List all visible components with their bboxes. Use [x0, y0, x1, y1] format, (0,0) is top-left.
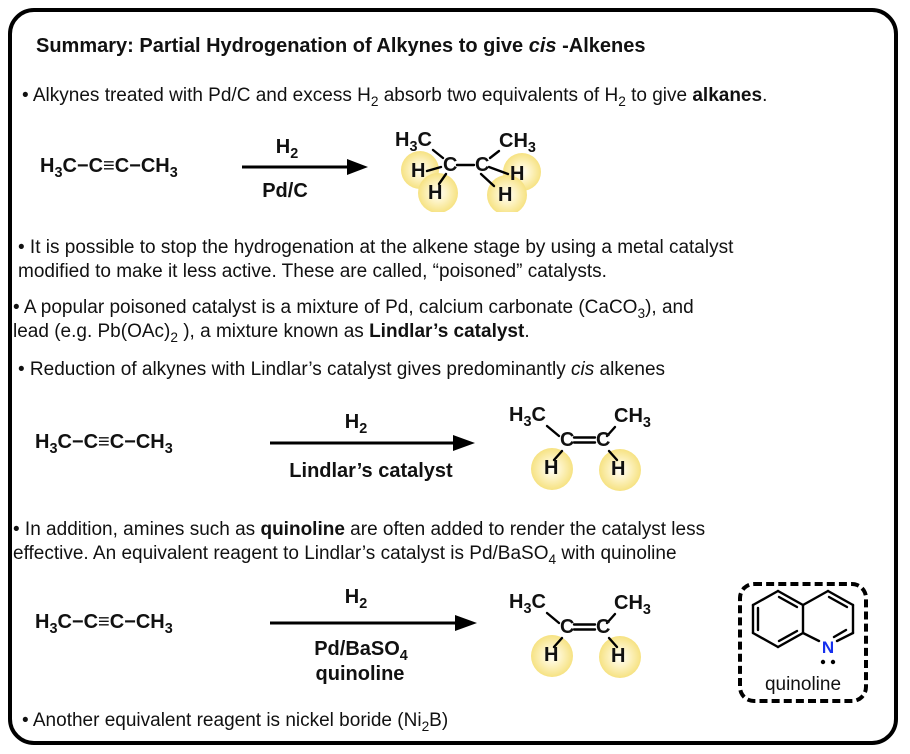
hydrogen-label: H: [544, 457, 559, 479]
carbon-label: C: [596, 429, 611, 451]
carbon-label: C: [443, 154, 458, 176]
bullet-lindlar-line1: • A popular poisoned catalyst is a mixtu…: [13, 297, 694, 321]
hydrogen-label: H: [510, 163, 525, 185]
h-highlight-circle: [531, 635, 573, 677]
h-highlight-circle: [487, 175, 527, 212]
bullet-quinoline-line1: • In addition, amines such as quinoline …: [13, 519, 706, 540]
reaction1-reactant: H3C−C≡C−CH3: [40, 155, 178, 181]
rounded-border-frame: [8, 8, 898, 745]
carbon-label: C: [596, 616, 611, 638]
reaction3-reactant: H3C−C≡C−CH3: [35, 611, 173, 637]
methyl-group-label: CH3: [614, 592, 651, 618]
bullet-alkanes: • Alkynes treated with Pd/C and excess H…: [22, 85, 768, 109]
quinoline-structure: N quinoline: [751, 589, 855, 695]
methyl-group-label: CH3: [614, 405, 651, 431]
reaction1-arrow: [242, 159, 368, 175]
cis-alkene-product-structure: H3C CH3 C C H H: [505, 589, 665, 684]
butane-bonds-and-highlights: [401, 148, 541, 212]
h-highlight-circle: [599, 636, 641, 678]
carbon-label: C: [560, 616, 575, 638]
methyl-group-label: CH3: [499, 130, 536, 156]
hydrogen-label: H: [428, 182, 443, 204]
bullet-poisoned-catalyst-line2: modified to make it less active. These a…: [18, 261, 607, 282]
h-highlight-circle: [418, 173, 458, 212]
arrowhead: [455, 615, 477, 631]
bullet-nickel-boride: • Another equivalent reagent is nickel b…: [22, 710, 449, 734]
hydrogen-label: H: [498, 184, 513, 206]
methyl-group-label: H3C: [395, 129, 432, 155]
bullet-poisoned-catalyst-line1: • It is possible to stop the hydrogenati…: [18, 237, 734, 258]
reaction2-reactant: H3C−C≡C−CH3: [35, 431, 173, 457]
arrowhead: [347, 159, 368, 175]
h-highlight-circle: [531, 448, 573, 490]
h-highlight-circle: [599, 449, 641, 491]
bullet-cis-alkenes: • Reduction of alkynes with Lindlar’s ca…: [18, 359, 666, 380]
alkene-bonds-and-highlights: [531, 611, 641, 678]
bullet-quinoline-line2: effective. An equivalent reagent to Lind…: [13, 543, 677, 567]
reaction3-reagent-h2: H2: [344, 586, 368, 612]
reaction3-additive-quinoline: quinoline: [315, 663, 405, 685]
quinoline-label: quinoline: [765, 674, 841, 695]
quinoline-ring-bonds: [751, 589, 855, 649]
bond-lines: [545, 424, 619, 462]
reaction2-arrow: [270, 435, 475, 451]
page-title: Summary: Partial Hydrogenation of Alkyne…: [36, 35, 646, 57]
bond-lines: [545, 611, 619, 649]
hydrogen-label: H: [611, 645, 626, 667]
carbon-label: C: [560, 429, 575, 451]
hydrogen-label: H: [544, 644, 559, 666]
carbon-label: C: [475, 154, 490, 176]
lone-pair-dot: [820, 659, 826, 665]
reaction3-arrow: [270, 615, 477, 631]
nitrogen-label: N: [822, 638, 834, 657]
bond-lines: [425, 148, 510, 188]
reaction2-catalyst-lindlar: Lindlar’s catalyst: [289, 460, 453, 482]
bullet-lindlar-line2: lead (e.g. Pb(OAc)2 ), a mixture known a…: [13, 321, 530, 345]
butane-product-structure: H3C CH3 H C C H H H: [395, 127, 550, 212]
methyl-group-label: H3C: [509, 591, 546, 617]
lone-pair-dot: [830, 659, 836, 665]
alkene-bonds-and-highlights: [531, 424, 641, 491]
hydrogen-label: H: [611, 458, 626, 480]
reaction2-reagent-h2: H2: [344, 411, 368, 437]
reaction1-catalyst-pdc: Pd/C: [262, 180, 308, 202]
methyl-group-label: H3C: [509, 404, 546, 430]
hydrogen-label: H: [411, 160, 426, 182]
quinoline-box: N quinoline: [738, 582, 868, 703]
reaction3-catalyst-pdbaso4: Pd/BaSO4: [314, 638, 408, 664]
arrowhead: [453, 435, 475, 451]
reaction1-reagent-h2: H2: [275, 136, 299, 162]
cis-alkene-product-structure: H3C CH3 C C H H: [505, 402, 665, 497]
